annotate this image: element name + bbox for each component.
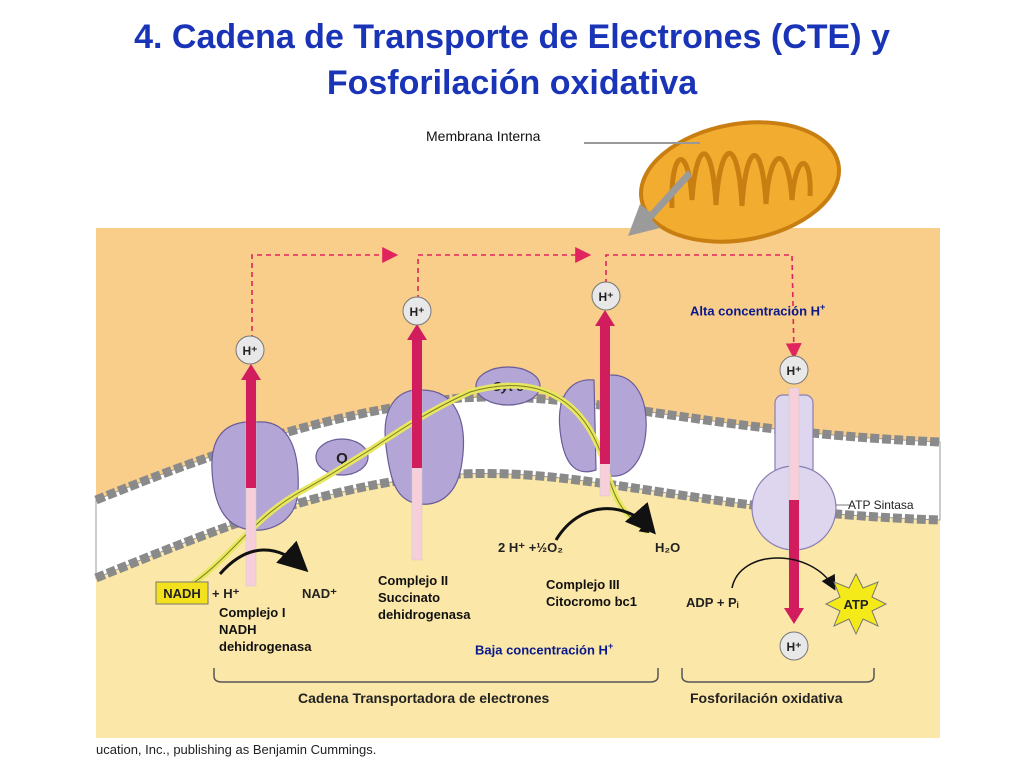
water-label: H₂O bbox=[655, 540, 680, 555]
h-plus-label: H⁺ bbox=[787, 640, 802, 654]
atp-star-icon: ATP bbox=[824, 572, 888, 636]
alta-concentracion-text: Alta concentración H bbox=[690, 303, 821, 319]
complex-ii bbox=[384, 389, 465, 505]
h-plus-label: H⁺ bbox=[410, 305, 425, 319]
h-plus-label: H⁺ bbox=[787, 364, 802, 378]
complejo-i-label: Complejo I NADH dehidrogenasa bbox=[219, 604, 311, 655]
complejo-i-line-3: dehidrogenasa bbox=[219, 639, 312, 654]
atp-label: ATP bbox=[843, 597, 868, 612]
h-plus-label: H⁺ bbox=[243, 344, 258, 358]
nadh-box bbox=[155, 581, 209, 605]
baja-superscript: + bbox=[607, 641, 614, 651]
proton-arrows bbox=[241, 310, 804, 624]
complejo-ii-label: Complejo II Succinato dehidrogenasa bbox=[378, 572, 470, 623]
complejo-iii-label: Complejo III Citocromo bc1 bbox=[546, 576, 637, 610]
complejo-i-line-1: Complejo I bbox=[219, 605, 286, 620]
alta-superscript: + bbox=[820, 302, 826, 312]
atp-sintasa-label: ATP Sintasa bbox=[848, 498, 914, 512]
plus-h-label: + H⁺ bbox=[212, 586, 240, 601]
nad-label: NAD⁺ bbox=[302, 586, 337, 601]
oxygen-reaction-label: 2 H⁺ +½O₂ bbox=[498, 540, 563, 555]
fosforilacion-oxidativa-label: Fosforilación oxidativa bbox=[690, 690, 843, 706]
complejo-iii-line-2: Citocromo bc1 bbox=[546, 594, 638, 609]
cte-brace bbox=[213, 668, 659, 683]
proton-pathways bbox=[251, 247, 802, 360]
h-plus-ion: H⁺ bbox=[402, 296, 432, 326]
baja-concentracion-text: Baja concentración H bbox=[475, 642, 608, 658]
oxygen-reduction-arrow bbox=[554, 502, 656, 541]
membrana-interna-label: Membrana Interna bbox=[426, 128, 541, 144]
mitochondrial-matrix bbox=[96, 429, 940, 738]
complejo-ii-line-1: Complejo II bbox=[378, 573, 449, 588]
nadh-oxidation-arrow bbox=[218, 540, 309, 575]
h-plus-ion: H⁺ bbox=[779, 355, 809, 385]
copyright-credit: ucation, Inc., publishing as Benjamin Cu… bbox=[96, 742, 377, 757]
baja-concentracion-label: Baja concentración H+ bbox=[475, 641, 613, 657]
slide-title: 4. Cadena de Transporte de Electrones (C… bbox=[0, 14, 1024, 106]
nadh-label: NADH bbox=[163, 586, 201, 601]
fosforilacion-brace bbox=[681, 668, 875, 683]
alta-concentracion-label: Alta concentración H+ bbox=[690, 302, 825, 318]
h-plus-ion: H⁺ bbox=[591, 281, 621, 311]
complex-iii bbox=[558, 374, 647, 477]
h-plus-label: H⁺ bbox=[599, 290, 614, 304]
atp-synthesis-arrow bbox=[731, 557, 836, 591]
mitochondrion-icon bbox=[639, 120, 841, 244]
complejo-i-line-2: NADH bbox=[219, 622, 257, 637]
h-plus-ion: H⁺ bbox=[235, 335, 265, 365]
complejo-ii-line-2: Succinato bbox=[378, 590, 441, 605]
adp-pi-label: ADP + Pᵢ bbox=[686, 595, 739, 610]
title-line-2: Fosforilación oxidativa bbox=[326, 64, 698, 102]
h-plus-ion: H⁺ bbox=[779, 631, 809, 661]
cadena-transportadora-label: Cadena Transportadora de electrones bbox=[298, 690, 550, 706]
zoom-arrow-icon bbox=[628, 170, 692, 236]
title-line-1: 4. Cadena de Transporte de Electrones (C… bbox=[134, 18, 890, 56]
complejo-iii-line-1: Complejo III bbox=[546, 577, 620, 592]
complejo-ii-line-3: dehidrogenasa bbox=[378, 607, 471, 622]
